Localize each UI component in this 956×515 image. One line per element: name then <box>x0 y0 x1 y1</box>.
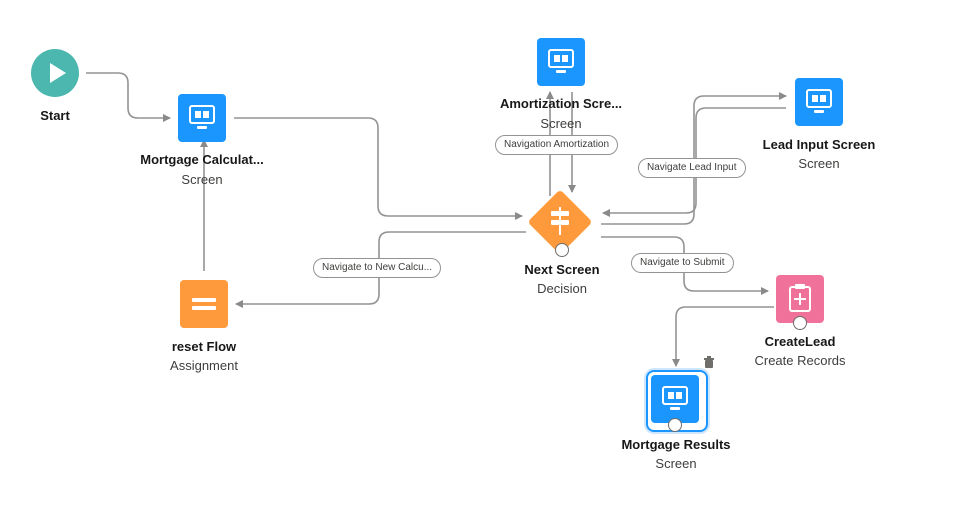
reset-flow-subtitle: Assignment <box>170 358 238 373</box>
lead-input-node[interactable] <box>795 78 843 126</box>
create-lead-title: CreateLead <box>764 334 836 349</box>
amortization-node[interactable] <box>537 38 585 86</box>
mortgage-results-subtitle: Screen <box>655 456 697 471</box>
decision-icon <box>551 207 569 235</box>
connector-label-new-calc[interactable]: Navigate to New Calcu... <box>313 258 442 278</box>
amortization-subtitle: Screen <box>540 116 582 131</box>
play-icon <box>50 63 66 83</box>
connector-create-lead-to-results <box>672 306 774 367</box>
connector-label-submit[interactable]: Navigate to Submit <box>631 253 734 273</box>
trash-icon[interactable] <box>702 355 716 369</box>
next-screen-title: Next Screen <box>524 262 600 277</box>
mortgage-results-title: Mortgage Results <box>621 437 731 452</box>
mortgage-results-connector-handle[interactable] <box>668 418 682 432</box>
create-record-icon <box>789 284 811 312</box>
create-lead-node[interactable] <box>776 275 824 323</box>
mortgage-results-node[interactable] <box>651 375 699 423</box>
reset-flow-title: reset Flow <box>171 339 237 354</box>
amortization-title: Amortization Scre... <box>499 96 623 111</box>
mortgage-calc-node[interactable] <box>178 94 226 142</box>
start-title: Start <box>40 108 70 123</box>
connector-label-lead-input[interactable]: Navigate Lead Input <box>638 158 746 178</box>
screen-icon <box>806 89 832 113</box>
start-node[interactable] <box>31 49 79 97</box>
decision-connector-handle[interactable] <box>555 243 569 257</box>
assignment-icon <box>192 298 216 310</box>
screen-icon <box>189 105 215 129</box>
lead-input-subtitle: Screen <box>798 156 840 171</box>
connector-label-amortization[interactable]: Navigation Amortization <box>495 135 619 155</box>
next-screen-subtitle: Decision <box>537 281 587 296</box>
mortgage-calc-subtitle: Screen <box>181 172 223 187</box>
screen-icon <box>548 49 574 73</box>
connector-mortgage-calc-to-decision <box>234 117 523 220</box>
create-lead-connector-handle[interactable] <box>793 316 807 330</box>
screen-icon <box>662 386 688 410</box>
create-lead-subtitle: Create Records <box>754 353 846 368</box>
mortgage-calc-title: Mortgage Calculat... <box>140 152 264 167</box>
reset-flow-node[interactable] <box>180 280 228 328</box>
lead-input-title: Lead Input Screen <box>762 137 876 152</box>
connector-start-to-mortgage-calc <box>86 72 171 122</box>
